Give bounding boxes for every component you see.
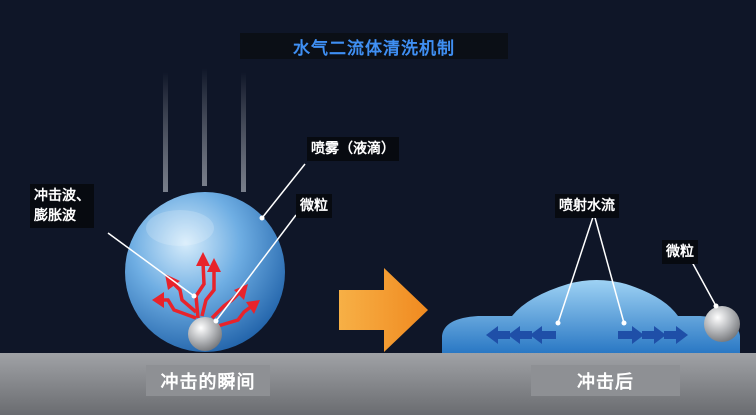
droplet-highlight [146,210,214,246]
water-film [442,280,740,353]
caption-after-impact: 冲击后 [531,365,680,396]
particle-left-label: 微粒 [296,194,332,218]
shockwave-label: 冲击波、 膨胀波 [30,184,94,228]
double-chevron-arrows-icon [486,326,688,344]
burst-arrows-icon [152,252,260,328]
spray-label: 喷雾（液滴） [307,137,399,161]
caption-moment-of-impact: 冲击的瞬间 [146,365,270,396]
particle-left [188,317,222,351]
falling-trails [163,68,246,192]
shockwave-label-line1: 冲击波、 [34,188,90,204]
right-arrow-icon [339,268,428,352]
particle-right [704,306,740,342]
diagram-title: 水气二流体清洗机制 [240,33,508,59]
leader-lines [107,163,717,324]
leader-dots [191,215,719,326]
jet-flow-label: 喷射水流 [555,194,619,218]
particle-right-label: 微粒 [662,240,698,264]
shockwave-label-line2: 膨胀波 [34,208,76,224]
